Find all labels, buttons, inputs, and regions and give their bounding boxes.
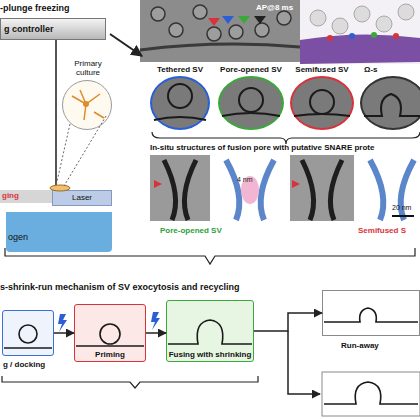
flow-arrow <box>110 34 142 56</box>
red-arrowhead <box>292 180 300 188</box>
vesicle <box>151 7 165 21</box>
membrane-render <box>300 34 420 64</box>
vesicle-render <box>310 10 326 26</box>
outcome-box: Run-away <box>322 290 420 336</box>
vesicle <box>277 11 291 25</box>
density-map <box>150 155 210 221</box>
node-text: Tethered SV <box>144 65 216 74</box>
vesicle-oval: Ω-s <box>360 76 420 130</box>
stage-box: Priming <box>74 304 146 362</box>
arrowhead-marker <box>254 16 266 24</box>
node-text: Semifused SV <box>284 65 360 74</box>
zoom-line <box>56 124 70 186</box>
flow-connector <box>54 332 74 334</box>
model-render <box>360 155 420 221</box>
controller-box: g controller <box>0 18 106 40</box>
protein-ball <box>349 33 355 39</box>
bracket <box>152 132 420 144</box>
node-text: g / docking <box>3 360 45 369</box>
stage-box: Fusing with shrinking <box>166 300 254 362</box>
node-text: Fusing with shrinking <box>167 350 253 359</box>
figure-label: ging <box>2 191 19 200</box>
flow-connector <box>146 332 166 334</box>
node-text: Priming <box>75 350 145 359</box>
node-text: Laser <box>53 193 111 202</box>
figure-label: 4 nm <box>237 176 253 183</box>
stage-box: g / docking <box>2 310 54 356</box>
vesicle-oval: Semifused SV <box>290 76 354 130</box>
vesicle <box>229 25 243 39</box>
flow-connector <box>254 313 322 331</box>
figure-label: AP@8 ms <box>256 3 293 12</box>
figure-label: Semifused S <box>358 226 406 235</box>
node-text: Pore-opened SV <box>212 65 290 74</box>
figure-label: 20 nm <box>392 204 411 211</box>
laser-box: Laser <box>52 190 112 206</box>
stimulus-bolt <box>58 314 67 332</box>
vesicle-render <box>354 6 370 22</box>
scale-bar <box>392 215 414 217</box>
model-membrane <box>226 160 274 220</box>
vesicle-render <box>376 16 392 32</box>
arrowhead-marker <box>208 18 220 26</box>
render-image <box>300 0 420 64</box>
plunger-rod <box>55 40 57 186</box>
vesicle <box>255 23 269 37</box>
density-profile <box>164 160 196 220</box>
figure-label: s-shrink-run mechanism of SV exocytosis … <box>0 282 240 292</box>
stage-bar <box>0 190 52 203</box>
density-profile <box>302 160 342 220</box>
bracket <box>2 376 258 388</box>
omega-profile <box>324 382 418 404</box>
culture-circle: Primary culture <box>62 80 112 130</box>
tomogram-image <box>140 0 300 62</box>
arrowhead-marker <box>238 16 250 24</box>
figure-label: In-situ structures of fusion pore with p… <box>150 143 420 152</box>
vesicle-render <box>332 18 348 34</box>
membrane-line <box>140 44 300 50</box>
vesicle-oval: Pore-opened SV <box>218 76 284 130</box>
arrowhead-marker <box>222 16 234 24</box>
model-membrane <box>370 160 414 220</box>
vesicle <box>207 27 221 41</box>
node-text: ogen <box>8 232 28 242</box>
protein-ball <box>393 33 399 39</box>
vesicle <box>169 23 183 37</box>
stimulus-bolt <box>151 312 160 330</box>
figure-label: Pore-opened SV <box>160 226 222 235</box>
vesicle <box>193 5 207 19</box>
vesicle-oval: Tethered SV <box>150 76 210 130</box>
node-text: Run-away <box>341 341 379 350</box>
red-arrowhead <box>154 180 162 188</box>
fork-arrow <box>288 331 320 394</box>
protein-ball <box>327 35 333 41</box>
figure-label: -plunge freezing <box>0 3 70 13</box>
vesicle-render <box>398 4 414 20</box>
density-map <box>290 155 354 221</box>
nitrogen-tank: ogen <box>6 212 112 252</box>
node-text: g controller <box>4 24 54 34</box>
protein-ball <box>371 32 377 38</box>
outcome-box <box>322 372 420 416</box>
node-text: Ω-s <box>364 65 378 74</box>
model-render <box>216 155 284 221</box>
node-text: Primary culture <box>65 59 111 77</box>
